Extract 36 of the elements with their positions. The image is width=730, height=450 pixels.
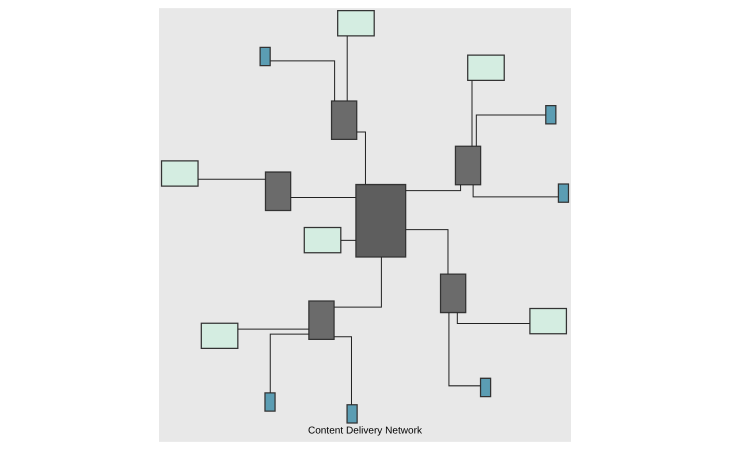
node-box [259, 46, 271, 66]
node-box [346, 404, 358, 424]
connector [334, 257, 382, 308]
connector [356, 132, 366, 184]
node-box [529, 308, 568, 334]
node-box [200, 322, 238, 350]
connector [406, 184, 462, 192]
connector [198, 178, 266, 180]
node-box [467, 54, 505, 81]
connector [340, 240, 356, 241]
connector [270, 60, 336, 101]
node-box [558, 183, 570, 203]
connector [476, 114, 546, 146]
node-box [264, 171, 292, 212]
node-box [160, 160, 199, 187]
node-box [355, 184, 406, 258]
node-box [480, 378, 492, 398]
node-box [545, 104, 556, 124]
node-box [308, 300, 335, 340]
connector [472, 80, 473, 146]
node-box [337, 10, 375, 36]
connector [456, 312, 530, 324]
node-box [264, 392, 276, 412]
connector [238, 328, 309, 330]
connector [334, 336, 352, 405]
diagram-title: Content Delivery Network [308, 426, 422, 437]
connector [290, 197, 356, 198]
node-box [440, 274, 466, 314]
connector [270, 334, 309, 393]
connector [472, 184, 558, 198]
connector [448, 312, 480, 386]
node-box [304, 226, 342, 254]
node-box [454, 146, 482, 186]
connector [346, 36, 348, 101]
node-box [330, 100, 358, 140]
connector [406, 229, 448, 274]
